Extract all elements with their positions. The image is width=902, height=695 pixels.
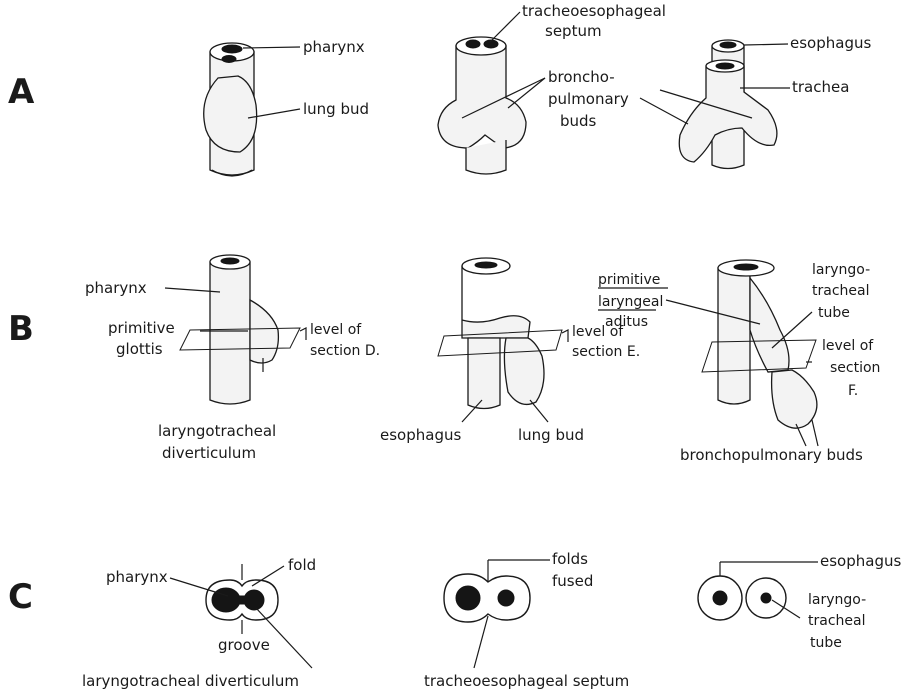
figure-b2-lung-bud: [438, 258, 568, 422]
leader-b3-buds-right: [812, 420, 818, 446]
trachea-lumen: [498, 590, 514, 606]
diverticulum-lumen: [244, 590, 264, 610]
leader-b2-lung-bud: [530, 400, 548, 422]
label-a2-buds-2: pulmonary: [548, 90, 629, 108]
lung-bud-lumen: [222, 56, 236, 63]
label-c2-septum: tracheoesophageal septum: [424, 672, 629, 690]
label-b3-tube-3: tube: [818, 305, 850, 321]
figure-c2-section-e: [444, 560, 550, 668]
esophagus-lumen: [713, 591, 727, 605]
label-a2-buds-1: broncho-: [548, 68, 615, 86]
label-b1-level-1: level of: [310, 322, 362, 338]
leader-c2-septum: [474, 616, 488, 668]
row-letter-b: B: [8, 309, 34, 349]
esophagus-lumen: [720, 42, 736, 48]
label-a3-esophagus: esophagus: [790, 34, 871, 52]
label-c3-tube-1: laryngo-: [808, 592, 866, 608]
tube-top-rim: [456, 37, 506, 55]
esophagus-tube: [468, 338, 500, 409]
label-b1-pharynx: pharynx: [85, 279, 147, 297]
label-c2-folds-2: fused: [552, 572, 593, 590]
label-c1-groove: groove: [218, 636, 270, 654]
label-c3-tube-2: tracheal: [808, 613, 865, 629]
label-b3-buds: bronchopulmonary buds: [680, 446, 863, 464]
label-b3-aditus-3: aditus: [605, 314, 648, 330]
leader-septum: [490, 12, 520, 42]
bronchopulmonary-buds: [772, 370, 817, 428]
leader-esophagus: [744, 44, 788, 45]
label-b3-aditus-2: laryngeal: [598, 294, 663, 310]
label-c2-folds-1: folds: [552, 550, 588, 568]
tube-lumen: [734, 264, 758, 270]
label-b3-level-3: F.: [848, 383, 858, 399]
figure-a1-lung-bud: [204, 43, 300, 176]
lung-bud-swelling: [204, 76, 257, 152]
label-b1-level-2: section D.: [310, 343, 380, 359]
pharynx-lumen: [222, 45, 242, 53]
label-b3-tube-2: tracheal: [812, 283, 869, 299]
laryngotracheal-lumen: [761, 593, 771, 603]
label-b2-level-2: section E.: [572, 344, 640, 360]
lung-bud: [504, 338, 544, 404]
label-a3-trachea: trachea: [792, 78, 849, 96]
label-a2-septum-1: tracheoesophageal: [522, 2, 666, 20]
foregut-with-buds: [438, 46, 526, 148]
label-b3-level-2: section: [830, 360, 880, 376]
label-a1-lung-bud: lung bud: [303, 100, 369, 118]
label-b3-level-1: level of: [822, 338, 874, 354]
row-letter-c: C: [8, 577, 33, 617]
esophagus-tube: [718, 268, 750, 404]
label-c1-fold: fold: [288, 556, 316, 574]
level-arrow-d: [300, 328, 306, 340]
label-b1-glottis-1: primitive: [108, 319, 175, 337]
esophagus-lumen: [456, 586, 480, 610]
figure-a2-bronchopulmonary-buds: [438, 12, 545, 174]
label-c1-pharynx: pharynx: [106, 568, 168, 586]
lumen-left: [466, 40, 480, 48]
label-a2-buds-3: buds: [560, 112, 597, 130]
trachea-lumen: [716, 63, 734, 69]
figure-c3-section-f: [698, 562, 818, 620]
pharynx-tube: [210, 262, 250, 404]
tube-lumen: [475, 262, 497, 268]
label-c3-tube-3: tube: [810, 635, 842, 651]
label-c1-diverticulum: laryngotracheal diverticulum: [82, 672, 299, 690]
row-letter-a: A: [8, 72, 35, 112]
label-c3-esophagus: esophagus: [820, 552, 901, 570]
label-a2-septum-2: septum: [545, 22, 602, 40]
label-a1-pharynx: pharynx: [303, 38, 365, 56]
laryngotracheal-tube: [750, 278, 789, 372]
label-b1-diverticulum-1: laryngotracheal: [158, 422, 276, 440]
pharynx-tube: [462, 266, 530, 338]
figure-a3-esophagus-trachea: [640, 40, 790, 169]
tube-lumen: [221, 258, 239, 264]
leader-a3-buds-left: [640, 98, 688, 124]
label-b2-esophagus: esophagus: [380, 426, 461, 444]
label-b3-aditus-1: primitive: [598, 272, 660, 288]
label-b2-lung-bud: lung bud: [518, 426, 584, 444]
level-arrow-e: [562, 330, 568, 342]
label-b1-glottis-2: glottis: [116, 340, 163, 358]
diverticulum-swelling: [250, 300, 278, 363]
label-b3-tube-1: laryngo-: [812, 262, 870, 278]
figure-b1-laryngotracheal-diverticulum: [165, 255, 306, 404]
label-b1-diverticulum-2: diverticulum: [162, 444, 256, 462]
lumen-connection: [236, 596, 246, 604]
